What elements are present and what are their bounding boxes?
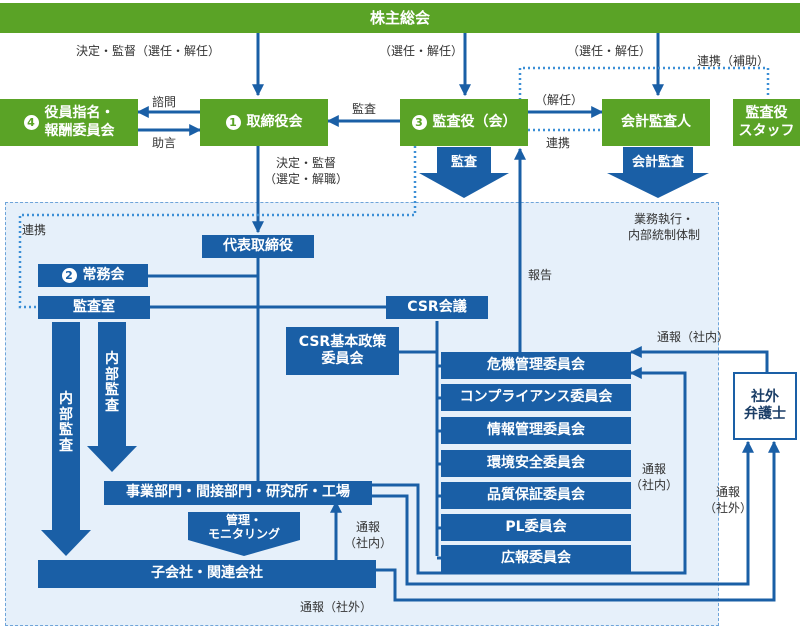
label-dismiss: （解任） [535,93,584,107]
number-badge: 4 [23,115,39,130]
label-whistle-external-1: 通報 （社外） [704,485,753,515]
csr-policy-committee: CSR基本政策 委員会 [286,327,399,375]
label-decide-supervise: 決定・監督 （選定・解職） [264,156,349,186]
committee-item: 環境安全委員会 [441,450,631,477]
outside-lawyer: 社外 弁護士 [733,372,797,440]
shareholders-meeting: 株主総会 [0,3,800,33]
number-badge: 3 [411,115,427,130]
subsidiaries: 子会社・関連会社 [38,560,376,588]
label-coop-assist: 連携（補助） [697,54,770,68]
label-consult: 諮問 [152,95,177,109]
label-decide-supervise-elect: 決定・監督（選任・解任） [76,44,221,58]
committee-item: PL委員会 [441,514,631,541]
management-arrow [188,512,300,556]
internal-audit-label-1: 内部監査 [59,391,73,455]
audit-arrow-label: 監査 [450,155,477,170]
label-report: 報告 [528,268,553,282]
line-coop-staff [518,66,770,100]
label-coop-1: 連携 [546,136,571,150]
board-of-directors: 1 取締役会 [200,99,328,146]
number-badge: 1 [225,115,241,130]
management-arrow-label: 管理・ モニタリング [207,513,280,541]
audit-office: 監査室 [38,296,150,319]
committee-item: 危機管理委員会 [441,352,631,379]
business-divisions: 事業部門・間接部門・研究所・工場 [104,481,372,505]
csr-council: CSR会議 [386,296,488,319]
label-whistle-internal-2: 通報 （社内） [630,462,679,492]
committee-item: 広報委員会 [441,545,631,572]
nomination-committee: 4 役員指名・ 報酬委員会 [0,99,138,146]
label-audit-small: 監査 [352,102,377,116]
representative-director: 代表取締役 [202,235,314,258]
internal-audit-arrow-2 [87,322,137,472]
line-div-lawyer [372,440,754,586]
label-whistle-internal-1: 通報（社内） [657,330,730,344]
audit-big-arrow [419,147,509,198]
executive-committee: 2 常務会 [38,264,148,287]
committee-item: コンプライアンス委員会 [441,384,631,411]
line-coop-audit-office [18,146,417,309]
audit-and-supervisory-board: 3 監査役（会） [400,99,528,146]
line-sub-lawyer [376,440,780,602]
line-div-crisis [372,367,687,575]
label-whistle-internal-3: 通報 （社内） [344,520,393,550]
audit-staff: 監査役 スタッフ [733,99,800,146]
line-lawyer-crisis [629,346,769,372]
internal-audit-arrow-1 [41,322,91,556]
label-elect-dismiss-1: （選任・解任） [379,44,464,58]
label-elect-dismiss-2: （選任・解任） [567,44,652,58]
accounting-audit-arrow-label: 会計監査 [631,155,684,170]
label-whistle-external-2: 通報（社外） [300,600,373,614]
number-badge: 2 [61,268,77,283]
internal-audit-label-2: 内部監査 [105,351,119,415]
label-coop-2: 連携 [22,223,47,237]
accounting-audit-big-arrow [607,147,709,198]
committee-item: 品質保証委員会 [441,482,631,509]
label-advise: 助言 [152,136,177,150]
accounting-auditor: 会計監査人 [602,99,710,146]
committee-item: 情報管理委員会 [441,417,631,444]
label-business-exec: 業務執行・ 内部統制体制 [628,212,701,242]
